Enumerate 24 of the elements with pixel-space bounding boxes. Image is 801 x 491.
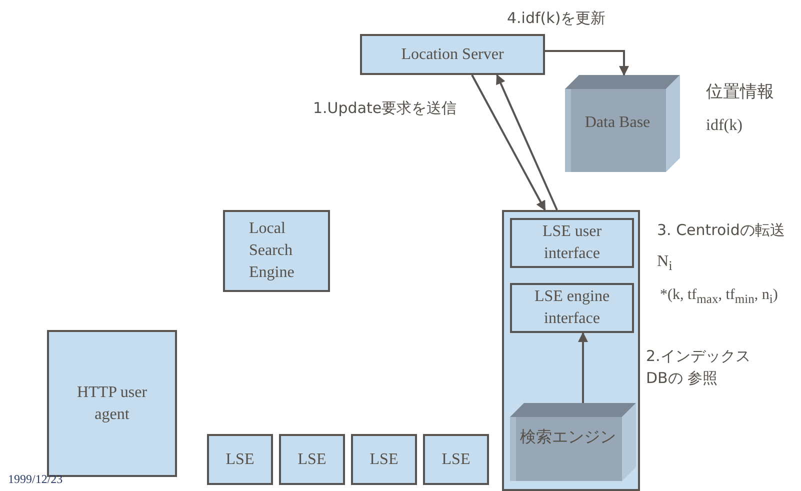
lse-box: LSE	[351, 434, 417, 485]
formula-label: N$_{i}$	[657, 252, 672, 276]
lse-box: LSE	[207, 434, 273, 485]
arrow	[496, 74, 558, 210]
container-panel	[502, 210, 640, 491]
side-label: 位置情報	[706, 82, 774, 102]
step-label: 3. Centroidの転送	[657, 220, 785, 240]
edge-label: 4.idf(k)を更新	[507, 8, 606, 28]
edge-label: 1.Update要求を送信	[313, 98, 457, 118]
lse-box: LSE	[279, 434, 345, 485]
lse-box: LSE	[423, 434, 489, 485]
arrow	[545, 50, 629, 76]
process-box: LSE user interface	[510, 218, 634, 268]
arrow	[578, 332, 588, 403]
process-box: LSE engine interface	[510, 283, 634, 333]
process-box: HTTP user agent	[47, 330, 177, 477]
process-box: Location Server	[360, 34, 545, 75]
node-label: 検索エンジン	[519, 426, 617, 448]
node-label: Data Base	[584, 113, 652, 133]
formula-label: *(k, tf$_{max}$, tf$_{min}$, n$_{i}$)	[660, 286, 778, 308]
side-label: idf(k)	[706, 116, 742, 136]
arrow	[471, 74, 546, 211]
process-box: Local Search Engine	[223, 210, 330, 292]
edge-label: 2.インデックス DBの 参照	[646, 346, 752, 389]
